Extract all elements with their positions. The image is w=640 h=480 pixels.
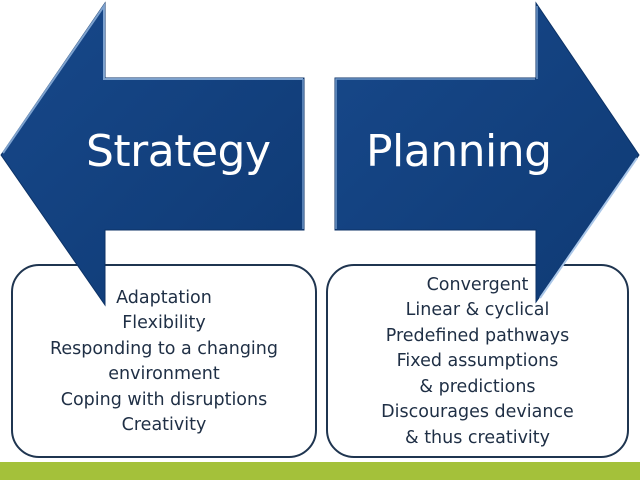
planning-item: Convergent	[426, 274, 529, 295]
planning-item: Fixed assumptions	[396, 351, 559, 372]
strategy-attributes-box: Adaptation Flexibility Responding to a c…	[11, 264, 317, 458]
strategy-item: Coping with disruptions	[60, 389, 268, 410]
bottom-accent-bar	[0, 462, 640, 480]
planning-attributes-box: Convergent Linear & cyclical Predefined …	[326, 264, 629, 458]
strategy-item: environment	[108, 364, 220, 384]
planning-item: & predictions	[419, 376, 536, 397]
strategy-label: Strategy	[86, 126, 271, 177]
strategy-item: Adaptation	[116, 287, 212, 308]
strategy-item: Flexibility	[122, 313, 206, 333]
planning-item: & thus creativity	[404, 427, 551, 448]
left-arrow-icon	[0, 1, 305, 307]
strategy-item: Responding to a changing	[49, 338, 278, 359]
planning-item: Discourages deviance	[381, 402, 574, 423]
right-arrow-icon	[334, 1, 640, 304]
planning-item: Predefined pathways	[385, 325, 570, 346]
strategy-item: Creativity	[121, 415, 207, 435]
planning-item: Linear & cyclical	[405, 300, 550, 321]
planning-label: Planning	[366, 126, 552, 177]
